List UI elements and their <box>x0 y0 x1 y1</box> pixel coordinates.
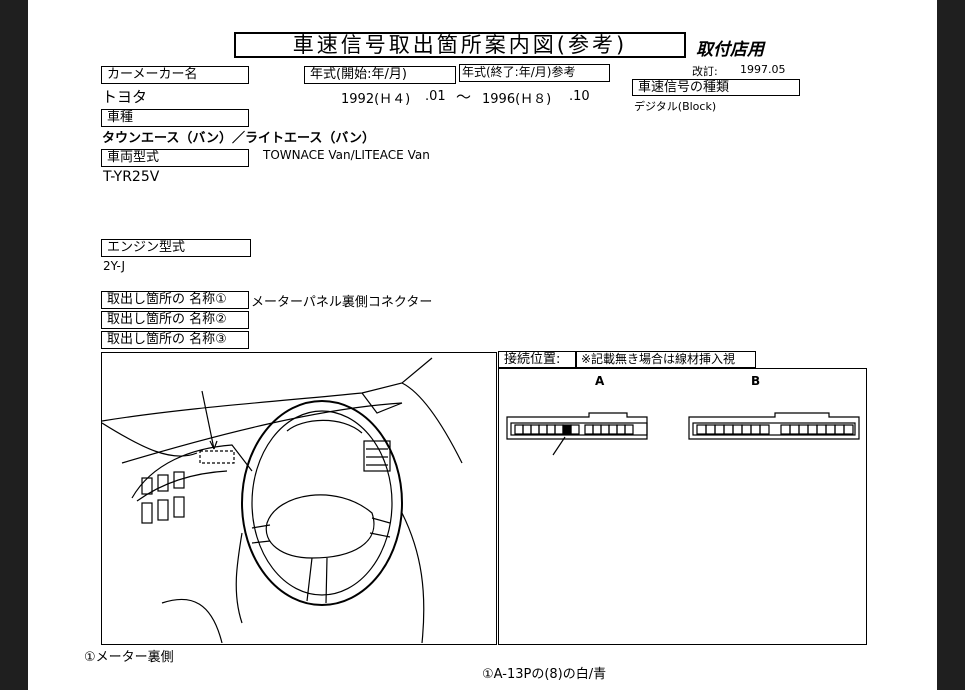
year-end-value: 1996(Ｈ８) <box>482 92 552 107</box>
engine-label: エンジン型式 <box>101 239 251 257</box>
document-title: 車速信号取出箇所案内図(参考) <box>234 32 686 58</box>
installer-use-label: 取付店用 <box>696 40 764 60</box>
revision-date: 1997.05 <box>740 63 786 76</box>
year-start-label: 年式(開始:年/月) <box>304 66 456 84</box>
year-end-month: .10 <box>569 89 590 104</box>
connector-b-shape <box>688 412 860 440</box>
location-2-label: 取出し箇所の 名称② <box>101 311 249 329</box>
location-1-label: 取出し箇所の 名称① <box>101 291 249 309</box>
dashboard-illustration <box>101 357 463 644</box>
vehicle-type-label: 車両型式 <box>101 149 249 167</box>
connection-position-label: 接続位置: <box>498 351 576 368</box>
connector-drawings <box>506 412 860 456</box>
year-range-separator: ～ <box>456 88 472 106</box>
connector-diagram-panel: A B <box>498 368 867 645</box>
left-caption: ①メーター裏側 <box>84 650 174 665</box>
vehicle-type-value: T-YR25V <box>103 169 160 185</box>
model-value: タウンエース（バン）／ライトエース（バン） <box>102 131 376 146</box>
connector-a-shape <box>506 412 648 456</box>
document-page: 車速信号取出箇所案内図(参考) 取付店用 改訂: 1997.05 カーメーカー名… <box>28 0 937 690</box>
signal-type-value: デジタル(Block) <box>634 100 717 113</box>
right-caption: ①A-13Pの(8)の白/青 <box>482 667 607 682</box>
connector-b-label: B <box>751 374 761 388</box>
connection-note: ※記載無き場合は線材挿入視 <box>576 351 756 368</box>
model-english-name: TOWNACE Van/LITEACE Van <box>263 148 430 162</box>
revision-label: 改訂: <box>692 65 718 78</box>
maker-label: カーメーカー名 <box>101 66 249 84</box>
dashboard-illustration-panel <box>101 352 497 645</box>
location-1-value: メーターパネル裏側コネクター <box>251 295 433 310</box>
engine-value: 2Y-J <box>103 259 126 273</box>
signal-type-label: 車速信号の種類 <box>632 79 800 96</box>
maker-value: トヨタ <box>102 88 148 106</box>
location-3-label: 取出し箇所の 名称③ <box>101 331 249 349</box>
model-label: 車種 <box>101 109 249 127</box>
year-start-value: 1992(Ｈ４) <box>341 92 411 107</box>
connector-a-label: A <box>595 374 605 388</box>
year-end-label: 年式(終了:年/月)参考 <box>459 64 610 82</box>
year-start-month: .01 <box>425 89 446 104</box>
